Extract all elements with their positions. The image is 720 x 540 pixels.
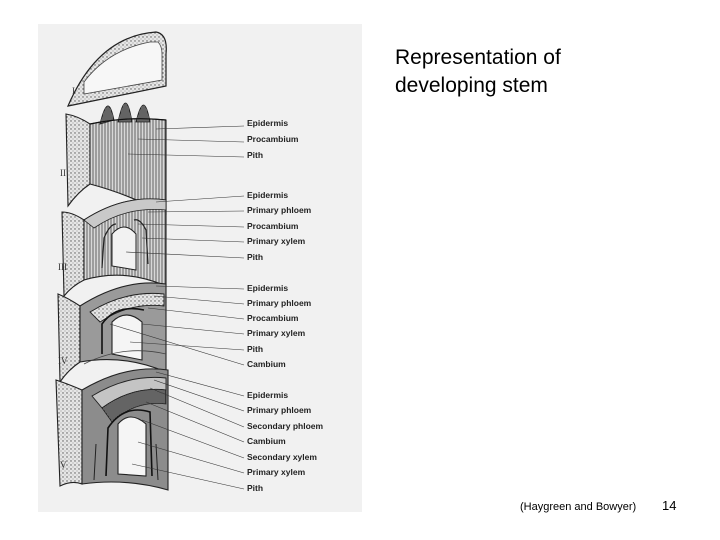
stage-1-cap bbox=[66, 31, 167, 107]
label-primary-xylem: Primary xylem bbox=[247, 328, 306, 338]
slide-title: Representation of developing stem bbox=[395, 44, 695, 100]
label-pith: Pith bbox=[247, 150, 263, 160]
stage-label-iv: IV bbox=[58, 356, 68, 366]
label-procambium: Procambium bbox=[247, 313, 299, 323]
slide-title-line-2: developing stem bbox=[395, 74, 548, 97]
stage-2-column bbox=[65, 102, 167, 215]
label-epidermis: Epidermis bbox=[247, 190, 288, 200]
stage-3-section bbox=[61, 198, 167, 298]
stem-diagram-svg: I II III IV V bbox=[55, 31, 323, 493]
label-cambium: Cambium bbox=[247, 436, 286, 446]
stage-4-section bbox=[57, 282, 167, 384]
label-primary-phloem: Primary phloem bbox=[247, 205, 312, 215]
stage-label-v: V bbox=[60, 460, 67, 470]
label-procambium: Procambium bbox=[247, 221, 299, 231]
label-epidermis: Epidermis bbox=[247, 390, 288, 400]
label-primary-phloem: Primary phloem bbox=[247, 405, 312, 415]
label-secondary-xylem: Secondary xylem bbox=[247, 452, 317, 462]
citation: (Haygreen and Bowyer) bbox=[520, 501, 637, 513]
label-primary-xylem: Primary xylem bbox=[247, 467, 306, 477]
label-primary-phloem: Primary phloem bbox=[247, 298, 312, 308]
label-pith: Pith bbox=[247, 483, 263, 493]
label-cambium: Cambium bbox=[247, 359, 286, 369]
label-secondary-phloem: Secondary phloem bbox=[247, 421, 323, 431]
stage-label-ii: II bbox=[60, 168, 66, 178]
label-leader-lines bbox=[109, 125, 245, 490]
stage-5-section bbox=[55, 368, 169, 491]
label-pith: Pith bbox=[247, 344, 263, 354]
stem-diagram-figure: I II III IV V bbox=[38, 24, 362, 512]
slide-number: 14 bbox=[662, 498, 677, 513]
stage-label-iii: III bbox=[58, 262, 67, 272]
label-epidermis: Epidermis bbox=[247, 118, 288, 128]
label-primary-xylem: Primary xylem bbox=[247, 236, 306, 246]
label-procambium: Procambium bbox=[247, 134, 299, 144]
label-epidermis: Epidermis bbox=[247, 283, 288, 293]
label-pith: Pith bbox=[247, 252, 263, 262]
slide-title-line-1: Representation of bbox=[395, 46, 561, 69]
stage-label-i: I bbox=[72, 86, 75, 96]
